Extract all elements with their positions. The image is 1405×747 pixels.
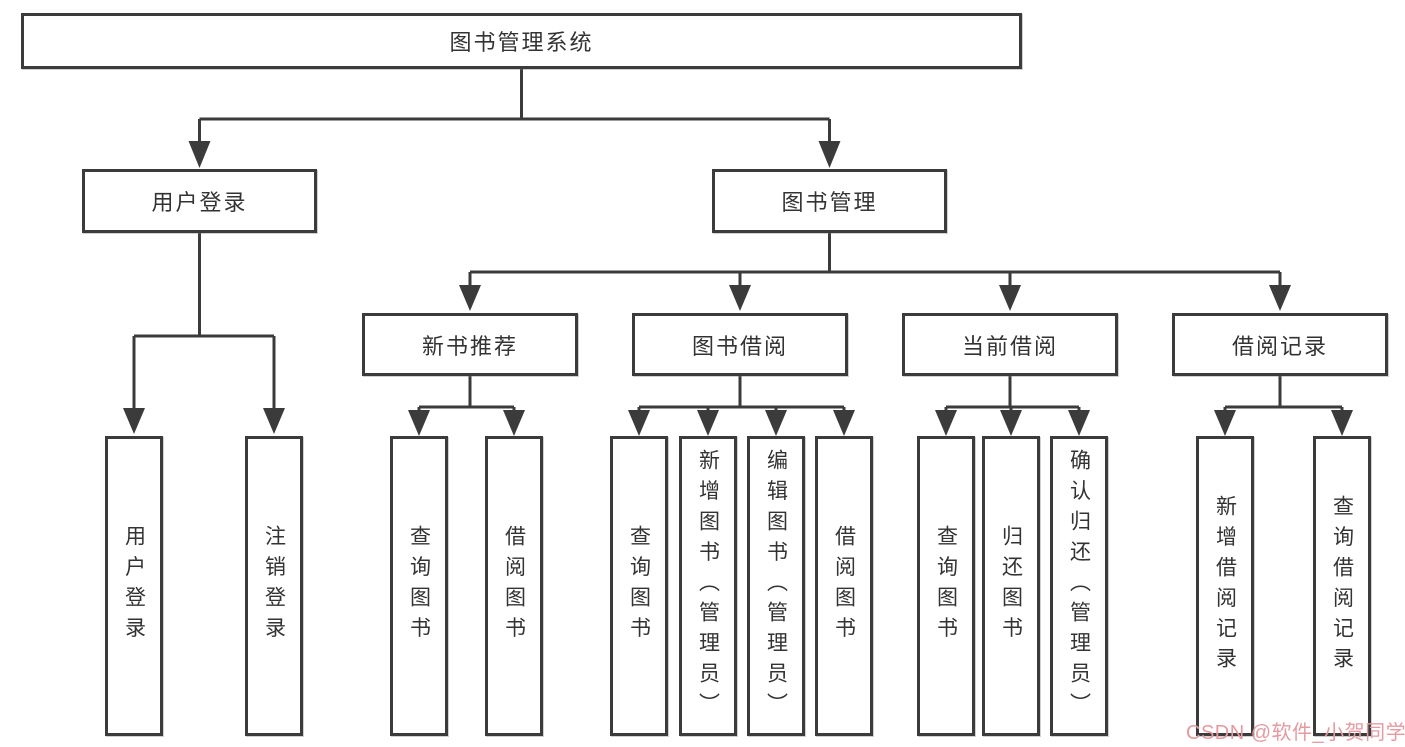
leaf-cb-return-books: 归还图书 bbox=[982, 436, 1040, 736]
leaf-bb-query-books: 查询图书 bbox=[610, 436, 668, 736]
leaf-bb-edit-books-admin: 编辑图书（管理员） bbox=[747, 436, 805, 736]
node-book-management: 图书管理 bbox=[712, 169, 947, 233]
leaf-cb-confirm-return-admin: 确认归还（管理员） bbox=[1050, 436, 1108, 736]
node-user-login: 用户登录 bbox=[82, 169, 317, 233]
leaf-logout: 注销登录 bbox=[245, 436, 303, 736]
node-book-borrowing: 图书借阅 bbox=[632, 313, 848, 376]
leaf-nbr-borrow-books: 借阅图书 bbox=[485, 436, 543, 736]
node-current-borrowing: 当前借阅 bbox=[902, 313, 1118, 376]
leaf-user-login: 用户登录 bbox=[105, 436, 163, 736]
leaf-br-add-record: 新增借阅记录 bbox=[1196, 436, 1254, 736]
leaf-cb-query-books: 查询图书 bbox=[917, 436, 975, 736]
leaf-bb-borrow-books: 借阅图书 bbox=[815, 436, 873, 736]
csdn-watermark: CSDN @软件_小贺同学 bbox=[1186, 722, 1405, 744]
node-new-book-recommend: 新书推荐 bbox=[362, 313, 578, 376]
leaf-bb-add-books-admin: 新增图书（管理员） bbox=[679, 436, 737, 736]
node-borrowing-records: 借阅记录 bbox=[1172, 313, 1388, 376]
node-root-library-system: 图书管理系统 bbox=[21, 13, 1022, 69]
leaf-nbr-query-books: 查询图书 bbox=[390, 436, 448, 736]
leaf-br-query-record: 查询借阅记录 bbox=[1313, 436, 1371, 736]
